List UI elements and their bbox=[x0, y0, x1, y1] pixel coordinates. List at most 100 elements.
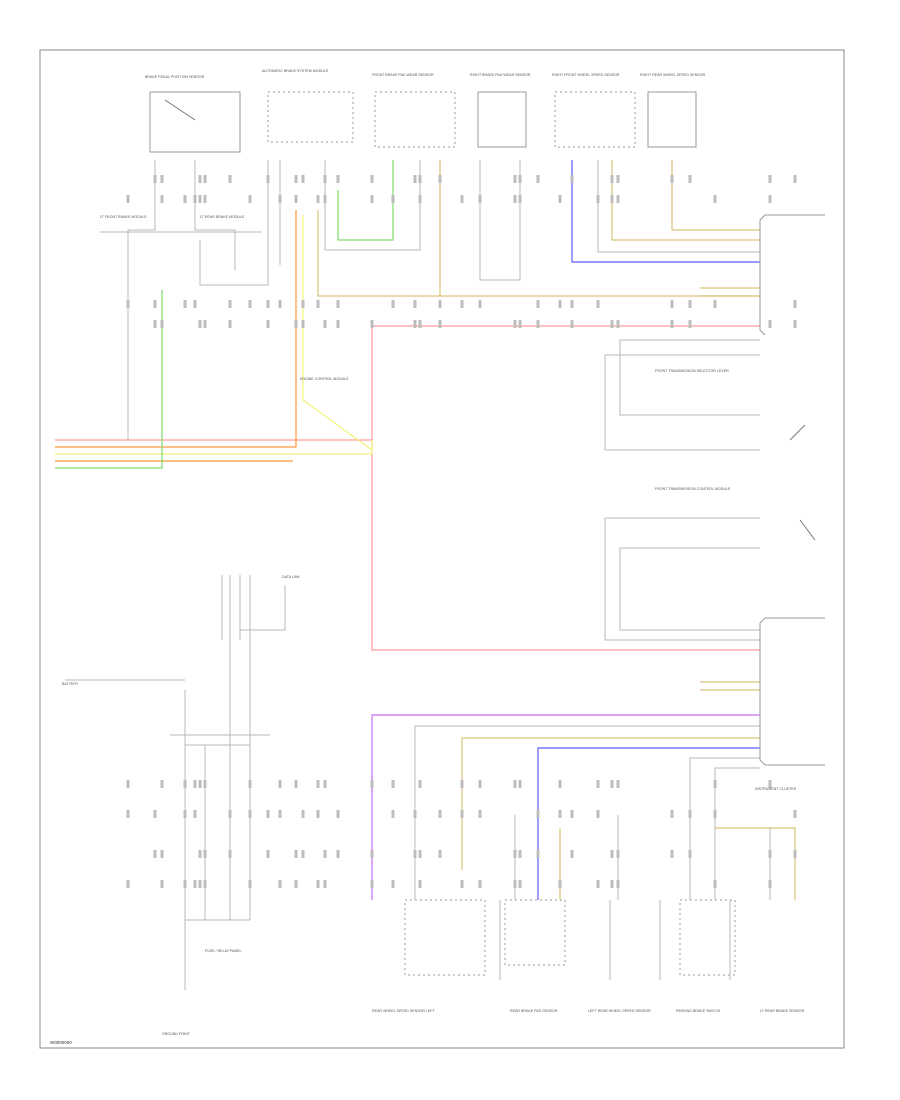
connector-tick bbox=[418, 175, 422, 183]
connector-tick bbox=[768, 780, 772, 788]
connector-tick bbox=[478, 780, 482, 788]
connector-tick bbox=[316, 810, 320, 818]
wire-yellow bbox=[55, 440, 373, 455]
connector-tick bbox=[183, 810, 187, 818]
connector-tick bbox=[294, 780, 298, 788]
connector-tick bbox=[198, 320, 202, 328]
connector-tick bbox=[793, 850, 797, 858]
connector-tick bbox=[248, 810, 252, 818]
connector-tick bbox=[266, 810, 270, 818]
connector-tick bbox=[688, 850, 692, 858]
connector-tick bbox=[793, 810, 797, 818]
connector-tick bbox=[610, 880, 614, 888]
label-instrument-cluster: INSTRUMENT CLUSTER bbox=[755, 787, 797, 791]
connector-tick bbox=[248, 880, 252, 888]
connector-tick bbox=[294, 880, 298, 888]
connector-tick bbox=[323, 850, 327, 858]
connector-tick bbox=[610, 320, 614, 328]
connector-tick bbox=[228, 850, 232, 858]
connector-tick bbox=[610, 850, 614, 858]
connector-tick bbox=[438, 810, 442, 818]
connector-tick bbox=[266, 850, 270, 858]
wire-yellow-2 bbox=[302, 215, 373, 451]
connector-tick bbox=[391, 880, 395, 888]
connector-tick bbox=[596, 195, 600, 203]
connector-tick bbox=[616, 880, 620, 888]
connector-tick bbox=[278, 780, 282, 788]
tcm-connector-top bbox=[759, 214, 825, 336]
connector-tick bbox=[688, 810, 692, 818]
connector-tick bbox=[370, 175, 374, 183]
connector-tick bbox=[203, 880, 207, 888]
connector-tick bbox=[336, 810, 340, 818]
connector-tick bbox=[153, 320, 157, 328]
wire-tan-mid bbox=[317, 210, 760, 297]
connector-tick bbox=[248, 780, 252, 788]
connector-tick bbox=[193, 810, 197, 818]
connector-tick bbox=[266, 300, 270, 308]
connector-tick bbox=[513, 850, 517, 858]
connector-tick bbox=[518, 320, 522, 328]
parking-brake-box bbox=[679, 899, 736, 976]
rr-wheel-sensor-box bbox=[647, 91, 697, 148]
wire-tan-bottom-2 bbox=[715, 827, 796, 900]
connector-tick bbox=[391, 195, 395, 203]
brake-pedal-sensor-box bbox=[149, 91, 241, 153]
connector-tick bbox=[688, 300, 692, 308]
label-rear-speed-left: REAR WHEEL SPEED SENSOR LEFT bbox=[372, 1009, 436, 1013]
connector-tick bbox=[153, 810, 157, 818]
label-fuse-panel: FUSE / RELAY PANEL bbox=[205, 949, 242, 953]
wire-blue-bottom bbox=[537, 747, 760, 900]
connector-tick bbox=[153, 175, 157, 183]
connector-tick bbox=[198, 780, 202, 788]
connector-tick bbox=[558, 880, 562, 888]
connector-tick bbox=[616, 780, 620, 788]
connector-tick bbox=[596, 780, 600, 788]
wire-green-top bbox=[337, 160, 394, 241]
connector-tick bbox=[768, 880, 772, 888]
connector-tick bbox=[596, 810, 600, 818]
connector-tick bbox=[460, 300, 464, 308]
connector-tick bbox=[438, 850, 442, 858]
connector-ticks bbox=[126, 175, 797, 888]
connector-tick bbox=[301, 810, 305, 818]
connector-tick bbox=[370, 780, 374, 788]
connector-tick bbox=[193, 195, 197, 203]
wire-tan-top-2 bbox=[671, 160, 760, 231]
label-ground-point: GROUND POINT bbox=[162, 1032, 191, 1036]
connector-tick bbox=[160, 850, 164, 858]
label-engine-control: ENGINE CONTROL MODULE bbox=[300, 377, 349, 381]
gray-wires bbox=[65, 160, 771, 990]
colored-wires bbox=[55, 160, 796, 900]
connector-tick bbox=[294, 175, 298, 183]
connector-tick bbox=[193, 300, 197, 308]
connector-tick bbox=[610, 195, 614, 203]
diagram-border bbox=[39, 49, 845, 1049]
connector-tick bbox=[370, 195, 374, 203]
connector-tick bbox=[228, 300, 232, 308]
connector-tick bbox=[670, 850, 674, 858]
connector-tick bbox=[248, 300, 252, 308]
rear-speed-sensor-box bbox=[404, 899, 486, 976]
connector-tick bbox=[688, 320, 692, 328]
connector-tick bbox=[294, 850, 298, 858]
connector-tick bbox=[768, 320, 772, 328]
connector-tick bbox=[126, 880, 130, 888]
component-labels: BRAKE PEDAL POSITION SENSOR AUTOMATIC BR… bbox=[50, 69, 805, 1045]
wire-orange-2 bbox=[55, 460, 293, 462]
connector-tick bbox=[183, 195, 187, 203]
connector-tick bbox=[438, 320, 442, 328]
connector-tick bbox=[536, 300, 540, 308]
connector-tick bbox=[153, 300, 157, 308]
connector-tick bbox=[336, 320, 340, 328]
connector-tick bbox=[203, 850, 207, 858]
wire-tan-bottom bbox=[461, 737, 760, 870]
wire-green-left bbox=[55, 290, 163, 469]
front-pad-sensor-box bbox=[374, 91, 456, 148]
connector-tick bbox=[370, 320, 374, 328]
connector-tick bbox=[460, 880, 464, 888]
label-lt-rear-brake: LT REAR BRAKE MODULE bbox=[200, 215, 245, 219]
connector-tick bbox=[278, 300, 282, 308]
connector-tick bbox=[316, 300, 320, 308]
